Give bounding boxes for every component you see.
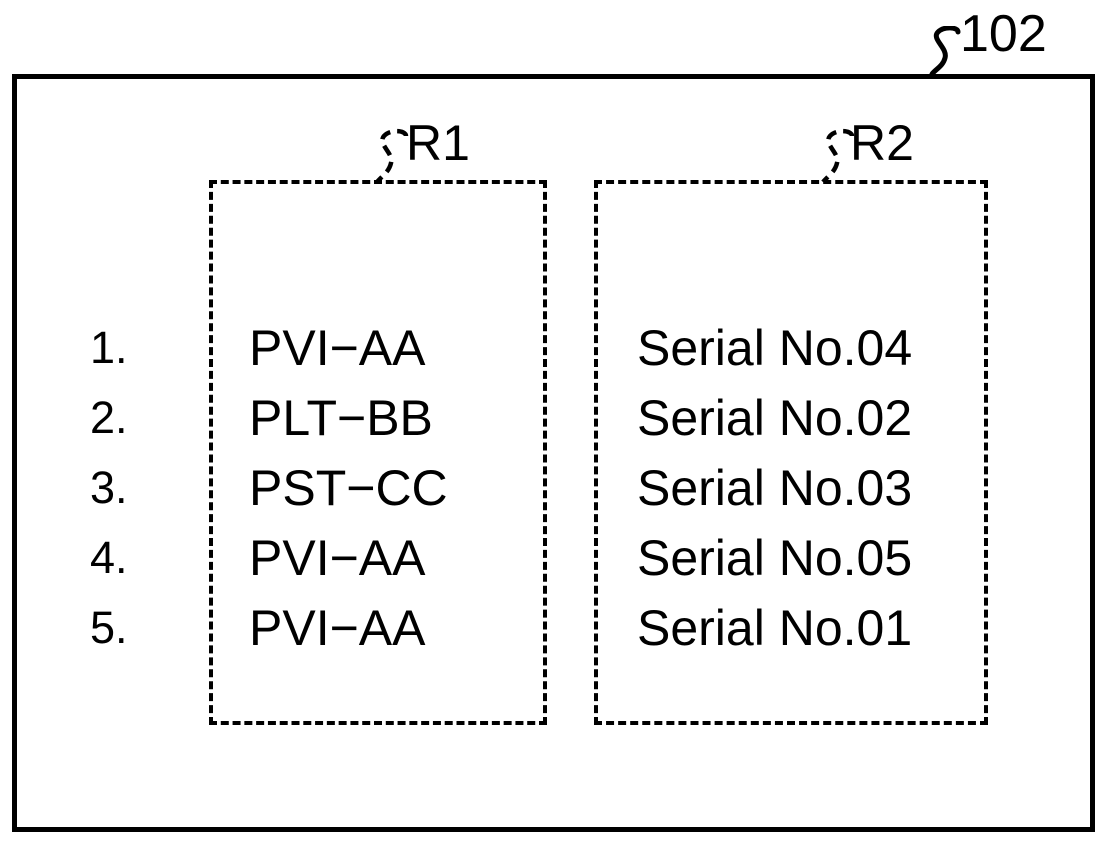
list-item: 5. PVI−AA Serial No.01 [0,593,1110,663]
region-label-r2: R2 [850,115,914,171]
list-item-index: 4. [90,532,128,583]
list-item: 4. PVI−AA Serial No.05 [0,523,1110,593]
list-item: 3. PST−CC Serial No.03 [0,453,1110,523]
list-item-model-name: PVI−AA [249,320,426,376]
list-item: 2. PLT−BB Serial No.02 [0,383,1110,453]
list-item-model-name: PST−CC [249,460,448,516]
list-item-model-name: PVI−AA [249,600,426,656]
lead-line-r1-icon [375,128,409,184]
list-item-serial-number: Serial No.04 [637,320,913,376]
list-item-index: 5. [90,602,128,653]
region-label-r1: R1 [406,115,470,171]
list-item-serial-number: Serial No.05 [637,530,913,586]
reference-numeral-102: 102 [960,5,1047,63]
lead-line-r2-icon [821,128,855,184]
list-item-model-name: PVI−AA [249,530,426,586]
list-item-index: 2. [90,392,128,443]
list-item-serial-number: Serial No.03 [637,460,913,516]
list-item-serial-number: Serial No.01 [637,600,913,656]
list-item-model-name: PLT−BB [249,390,433,446]
region-box-r2 [594,180,988,725]
list-item-serial-number: Serial No.02 [637,390,913,446]
device-display-frame [12,74,1095,832]
lead-line-102-icon [929,26,961,77]
list-item: 1. PVI−AA Serial No.04 [0,313,1110,383]
list-item-index: 1. [90,322,128,373]
list-item-index: 3. [90,462,128,513]
